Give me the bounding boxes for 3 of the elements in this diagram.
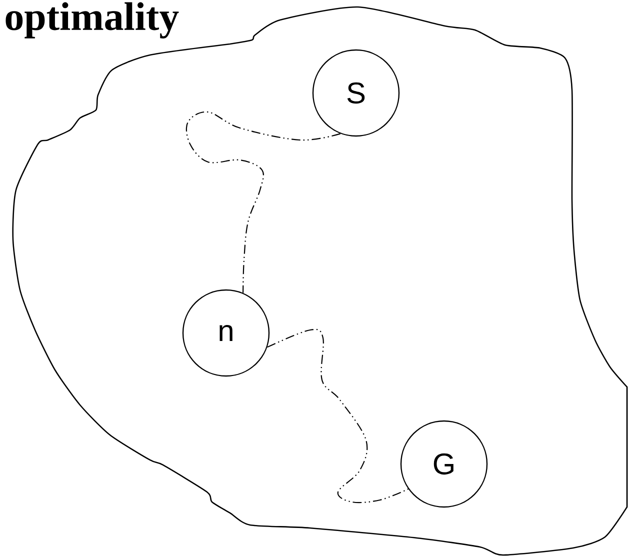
path-curve (267, 328, 409, 504)
path-curve (186, 111, 341, 293)
title: optimality (6, 2, 179, 38)
